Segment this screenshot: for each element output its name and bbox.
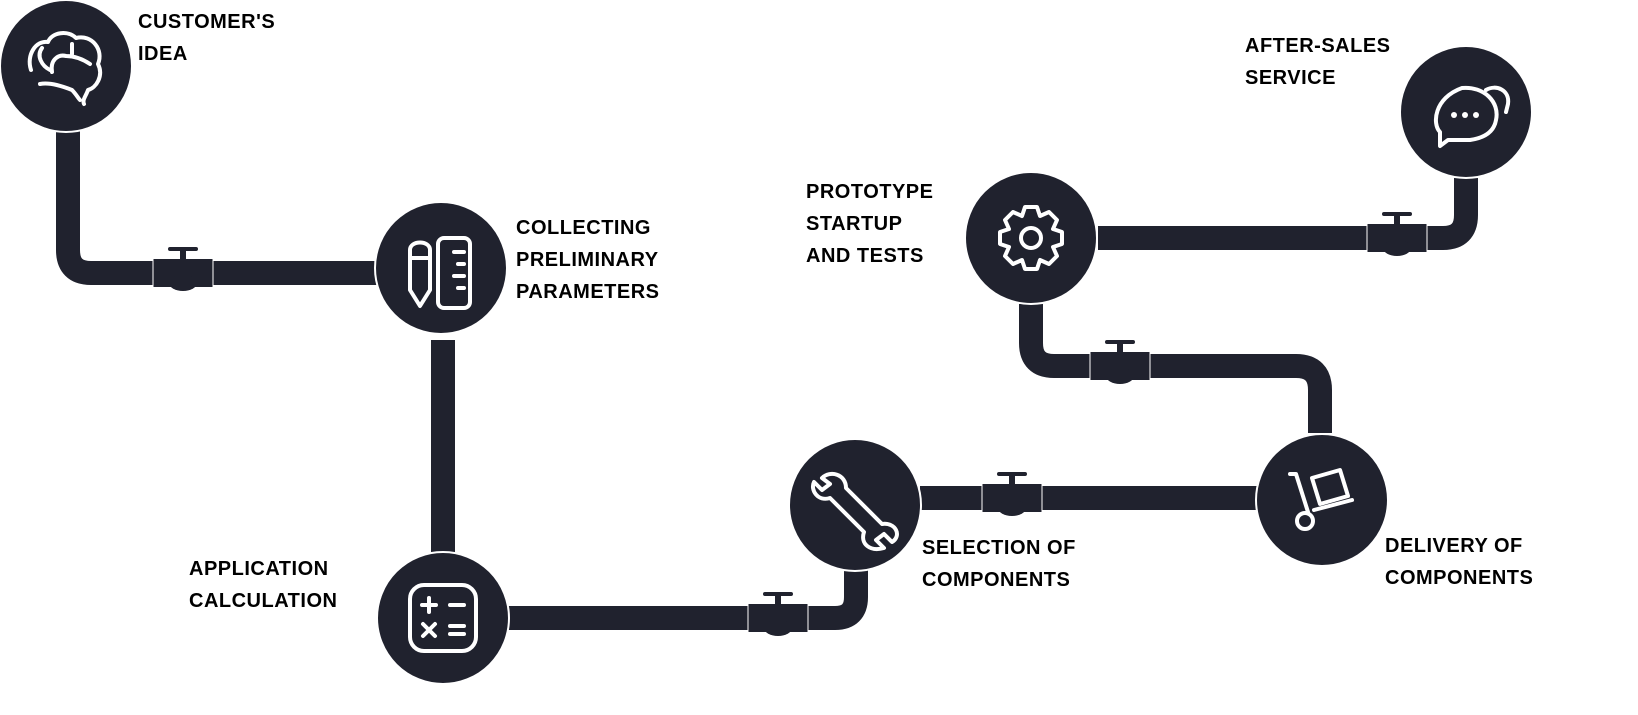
valve-1 (152, 246, 214, 292)
label-line: SERVICE (1245, 67, 1336, 89)
label-line: COLLECTING (516, 217, 651, 239)
valve-4 (1089, 339, 1151, 385)
brain-icon (27, 31, 103, 106)
step-2-label: COLLECTING PRELIMINARY PARAMETERS (516, 212, 660, 308)
label-line: APPLICATION (189, 558, 329, 580)
wrench-icon (811, 471, 899, 551)
valve-5 (1366, 211, 1428, 257)
chat-dots (1451, 112, 1479, 118)
step-4-node (788, 438, 922, 572)
label-line: PARAMETERS (516, 281, 660, 303)
label-line: PROTOTYPE (806, 181, 934, 203)
pipe-3-4 (508, 568, 868, 630)
pipe-5-6 (1019, 304, 1332, 433)
label-line: CALCULATION (189, 590, 338, 612)
step-4-label: SELECTION OF COMPONENTS (922, 532, 1076, 596)
step-7-label: AFTER-SALES SERVICE (1245, 30, 1391, 94)
gear-icon (998, 205, 1064, 271)
label-line: AND TESTS (806, 245, 924, 267)
step-5-label: DELIVERY OF COMPONENTS (1385, 530, 1533, 594)
step-3-label: APPLICATION CALCULATION (189, 553, 337, 617)
calculator-icon (408, 583, 478, 653)
step-7-node (1399, 45, 1533, 179)
pipe-6-7 (1098, 178, 1478, 250)
label-line: AFTER-SALES (1245, 35, 1391, 57)
step-3-node (376, 551, 510, 685)
step-1-node (0, 0, 133, 133)
label-line: STARTUP (806, 213, 903, 235)
valve-3 (981, 471, 1043, 517)
label-line: DELIVERY OF (1385, 535, 1523, 557)
step-1-label: CUSTOMER'S IDEA (138, 6, 275, 70)
hand-truck-icon (1288, 468, 1354, 531)
step-6-node (964, 171, 1098, 305)
label-line: CUSTOMER'S (138, 11, 276, 33)
label-line: IDEA (138, 43, 188, 65)
step-5-node (1255, 433, 1389, 567)
chat-bubbles-icon (1433, 85, 1511, 148)
label-line: COMPONENTS (922, 569, 1071, 591)
label-line: COMPONENTS (1385, 567, 1534, 589)
step-2-node (374, 201, 508, 335)
pipes (56, 130, 1478, 630)
valve-2 (747, 591, 809, 637)
pencil-ruler-icon (408, 236, 472, 310)
step-6-label: PROTOTYPE STARTUP AND TESTS (806, 176, 934, 272)
label-line: SELECTION OF (922, 537, 1076, 559)
label-line: PRELIMINARY (516, 249, 659, 271)
pipe-1-2 (56, 130, 378, 285)
